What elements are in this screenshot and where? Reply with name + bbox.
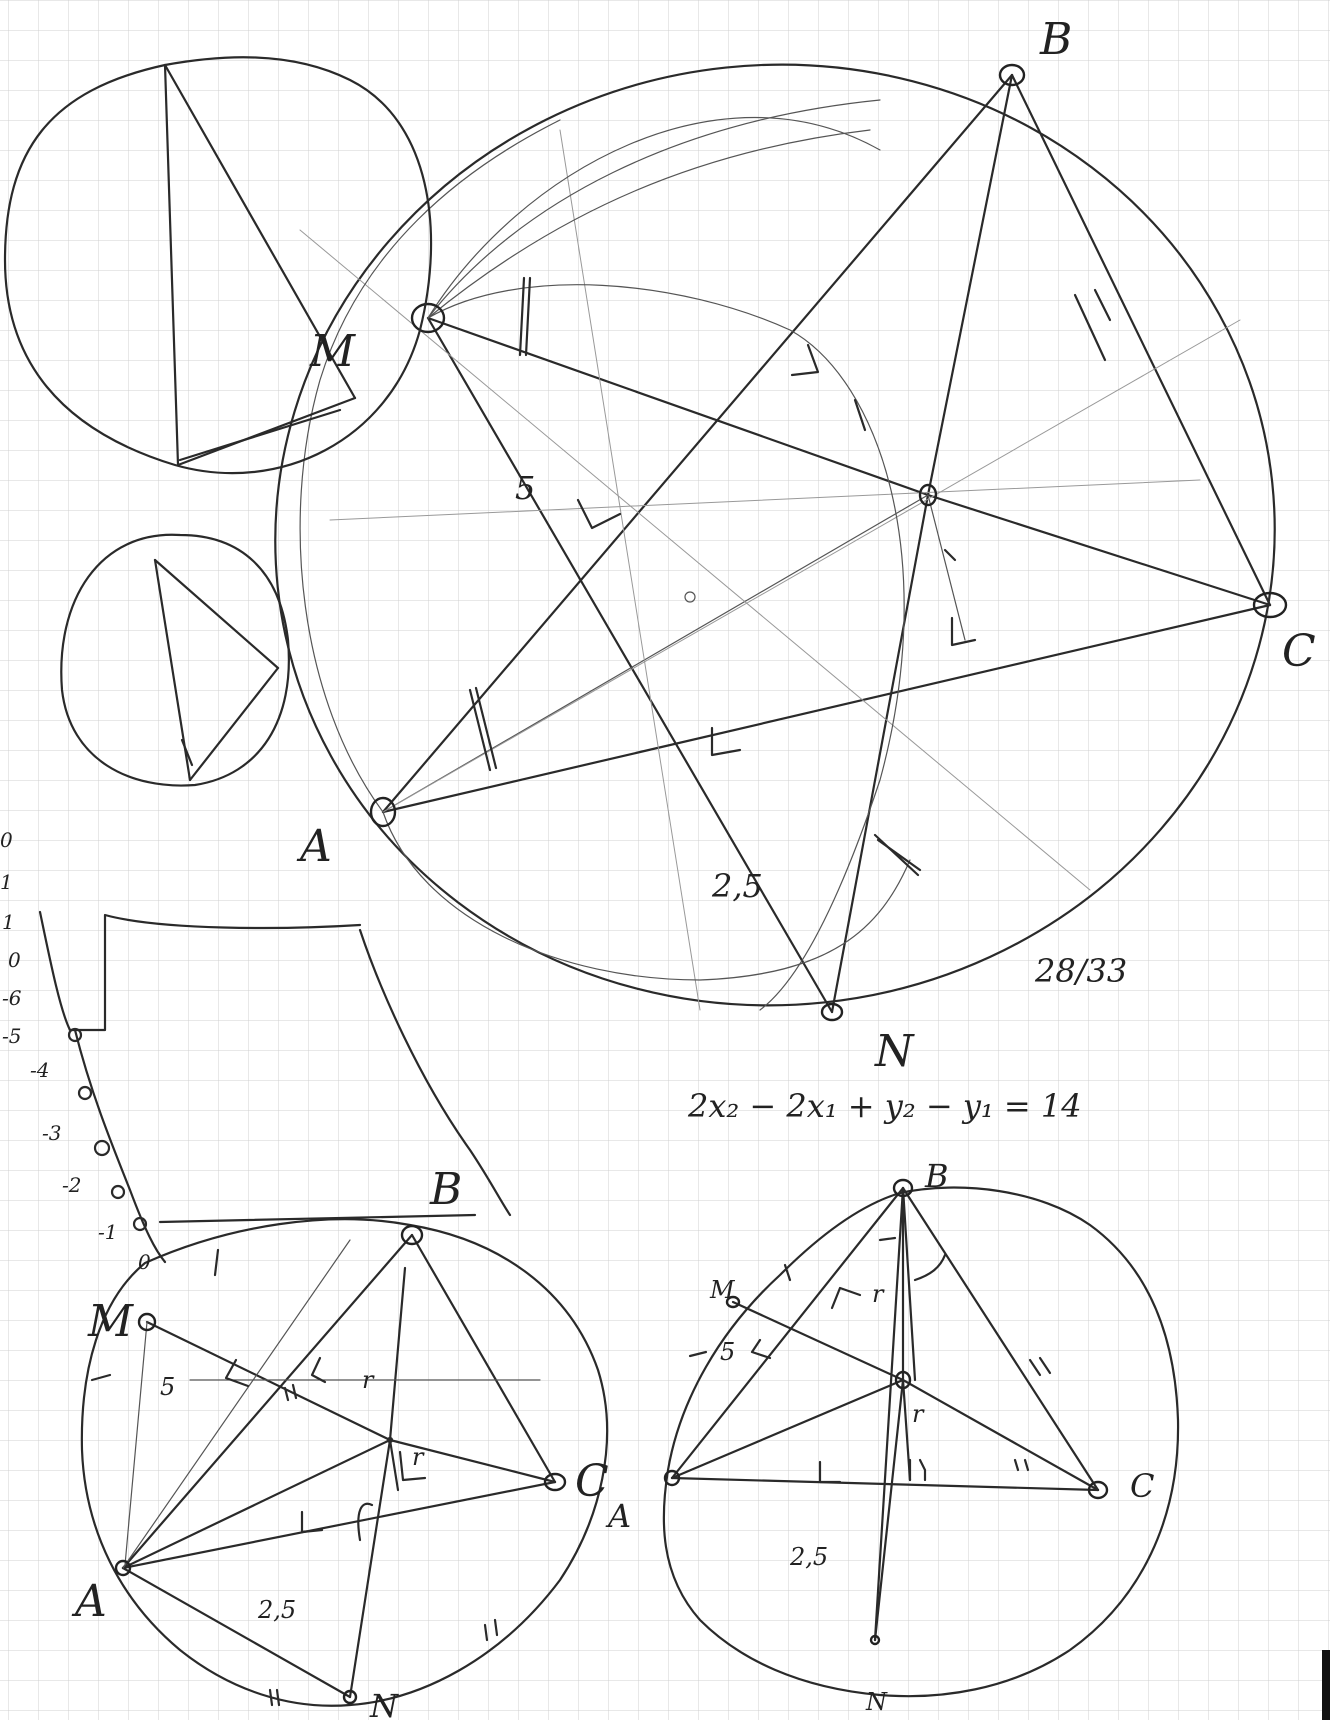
label-top-A: A — [300, 821, 332, 872]
equation-text: 2x₂ − 2x₁ + y₂ − y₁ = 14 — [688, 1087, 1082, 1125]
axis-tick-label: -1 — [98, 1220, 118, 1244]
label-top-M: M — [310, 326, 356, 377]
label-br-M: M — [710, 1276, 735, 1304]
label-bl-N: N — [370, 1687, 398, 1725]
axis-tick-label: -3 — [42, 1121, 62, 1145]
label-bl-M: M — [88, 1296, 134, 1347]
axis-tick-label: -4 — [30, 1058, 50, 1082]
label-br-five: 5 — [720, 1338, 736, 1366]
label-bl-r1: r — [362, 1366, 374, 1394]
label-bl-five: 5 — [160, 1373, 176, 1401]
scan-edge-bar — [1322, 1650, 1330, 1720]
label-top-five: 5 — [515, 469, 536, 507]
label-bl-r2: r — [412, 1443, 424, 1471]
label-top-C: C — [1282, 626, 1316, 677]
label-bl-C: C — [575, 1456, 609, 1507]
axis-tick-label: -2 — [62, 1173, 82, 1197]
axis-tick-label: -6 — [2, 986, 22, 1010]
axis-tick-label: 1 — [0, 870, 13, 894]
label-top-B: B — [1040, 14, 1073, 65]
axis-tick-label: -5 — [2, 1024, 22, 1048]
label-bl-B: B — [430, 1164, 463, 1215]
label-top-N: N — [875, 1026, 914, 1077]
label-br-r2: r — [912, 1400, 924, 1428]
label-br-two-five: 2,5 — [790, 1543, 829, 1571]
axis-tick-label: 0 — [8, 948, 21, 972]
score-label: 28/33 — [1035, 952, 1128, 990]
axis-tick-label: 0 — [138, 1250, 151, 1274]
label-br-r1: r — [872, 1280, 884, 1308]
label-br-A: A — [608, 1497, 632, 1535]
axis-tick-label: 1 — [2, 910, 15, 934]
axis-tick-label: 0 — [0, 828, 13, 852]
label-br-B: B — [925, 1157, 949, 1195]
label-top-two-five: 2,5 — [712, 867, 763, 905]
label-br-C: C — [1130, 1467, 1155, 1505]
label-bl-A: A — [75, 1576, 107, 1627]
label-bl-two-five: 2,5 — [258, 1596, 297, 1624]
label-br-N: N — [866, 1688, 887, 1716]
